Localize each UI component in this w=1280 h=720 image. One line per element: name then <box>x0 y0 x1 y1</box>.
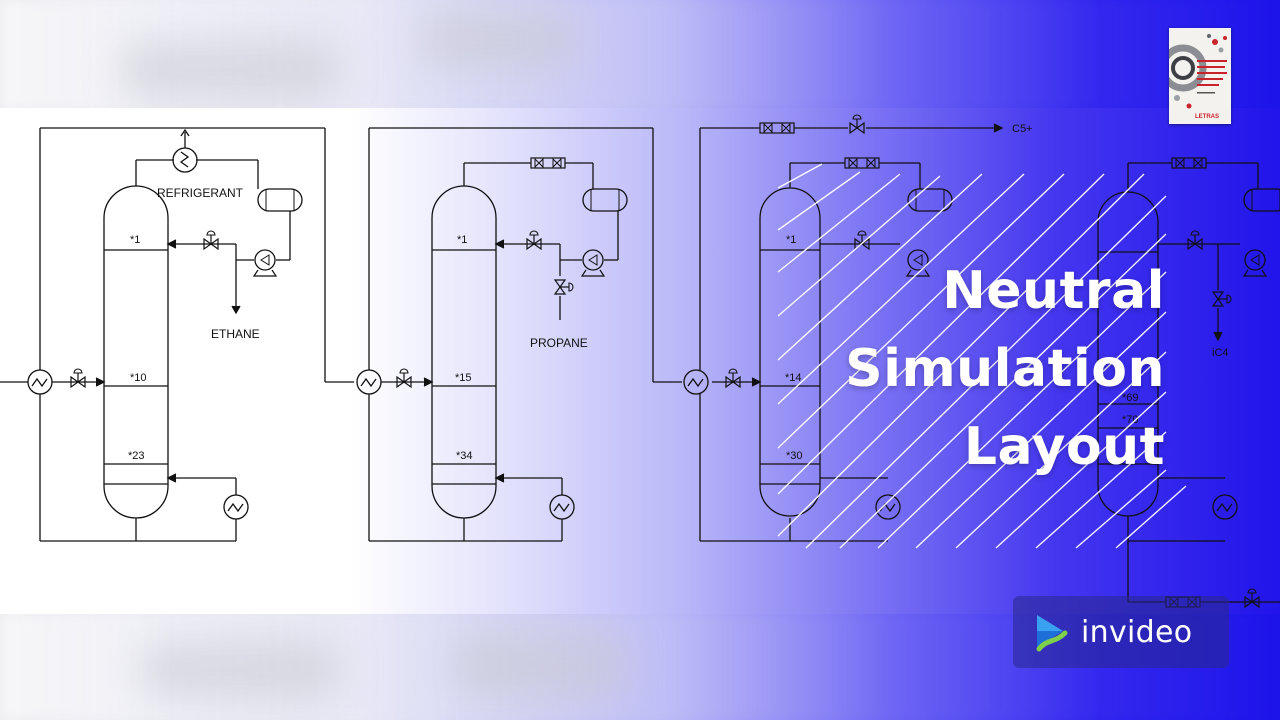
tray-label: *34 <box>456 450 473 462</box>
column-1-unit <box>0 127 354 542</box>
book-cover-thumbnail: LETRAS <box>1169 28 1231 124</box>
slide-title: Neutral Simulation Layout <box>745 252 1165 486</box>
diagonal-line-pattern <box>777 163 1187 549</box>
tray-label: *23 <box>128 450 145 462</box>
title-line: Neutral <box>942 261 1165 321</box>
diagram-background-left <box>0 108 350 614</box>
book-cover-art <box>1169 28 1231 124</box>
blurred-shape <box>450 630 630 700</box>
column-3-unit <box>699 123 1004 542</box>
title-line: Simulation <box>845 339 1165 399</box>
invideo-brand-name: invideo <box>1081 614 1193 650</box>
tray-label: *1 <box>786 234 796 246</box>
ic4-product-label: iC4 <box>1212 347 1229 359</box>
refrigerant-label: REFRIGERANT <box>157 186 244 200</box>
tray-label: *10 <box>130 372 147 384</box>
tray-label: *70 <box>1122 414 1139 426</box>
propane-product-label: PROPANE <box>530 336 588 350</box>
title-line: Layout <box>963 417 1165 477</box>
tray-label: *14 <box>785 372 802 384</box>
tray-label: *15 <box>455 372 472 384</box>
blurred-shape <box>420 10 580 70</box>
tray-label: *1 <box>130 234 140 246</box>
tray-label: *30 <box>786 450 803 462</box>
c5-product-label: C5+ <box>1012 123 1033 135</box>
invideo-watermark: invideo <box>1013 596 1229 668</box>
blurred-shape <box>140 640 340 700</box>
column-2-unit <box>368 127 682 542</box>
blurred-shape <box>120 40 340 100</box>
tray-label: *69 <box>1122 392 1139 404</box>
tray-label: *1 <box>457 234 467 246</box>
book-publisher: LETRAS <box>1195 114 1219 120</box>
ethane-product-label: ETHANE <box>211 327 260 341</box>
invideo-logo-icon <box>1036 615 1068 652</box>
